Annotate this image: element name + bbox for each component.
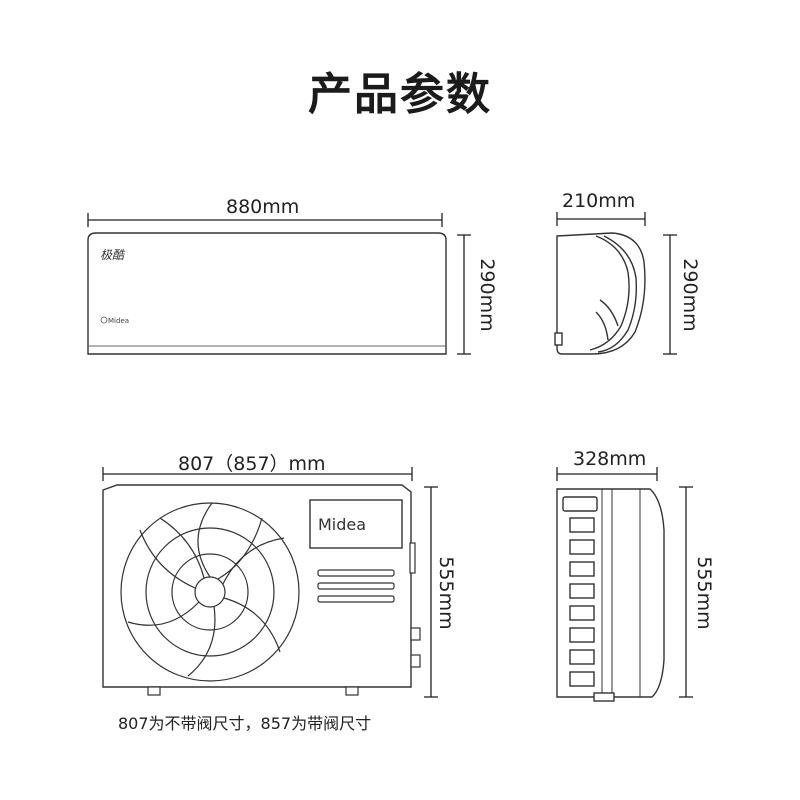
outdoor-unit-front: Midea [102, 484, 421, 696]
page-title: 产品参数 [308, 69, 492, 120]
indoor-front-width-label: 880mm [226, 196, 300, 218]
indoor-unit-side [554, 232, 646, 355]
vent-slots [317, 569, 395, 603]
outdoor-unit-side [556, 488, 665, 702]
indoor-unit-front: 极酷 Midea [87, 232, 447, 355]
indoor-brand-small: Midea [108, 317, 129, 325]
indoor-badge-text: 极酷 [100, 248, 126, 262]
outdoor-brand-text: Midea [318, 515, 366, 534]
indoor-side-dimension-lines [556, 212, 677, 355]
outdoor-side-width-label: 328mm [573, 448, 647, 470]
fan-grille [120, 502, 300, 682]
size-note: 807为不带阀尺寸，857为带阀尺寸 [118, 714, 372, 733]
indoor-front-dimension-lines [87, 213, 471, 355]
outdoor-front-width-label: 807（857）mm [178, 453, 326, 475]
indoor-side-width-label: 210mm [562, 190, 636, 212]
outdoor-side-dimension-lines [556, 467, 693, 698]
outdoor-front-dimension-lines [102, 467, 438, 698]
